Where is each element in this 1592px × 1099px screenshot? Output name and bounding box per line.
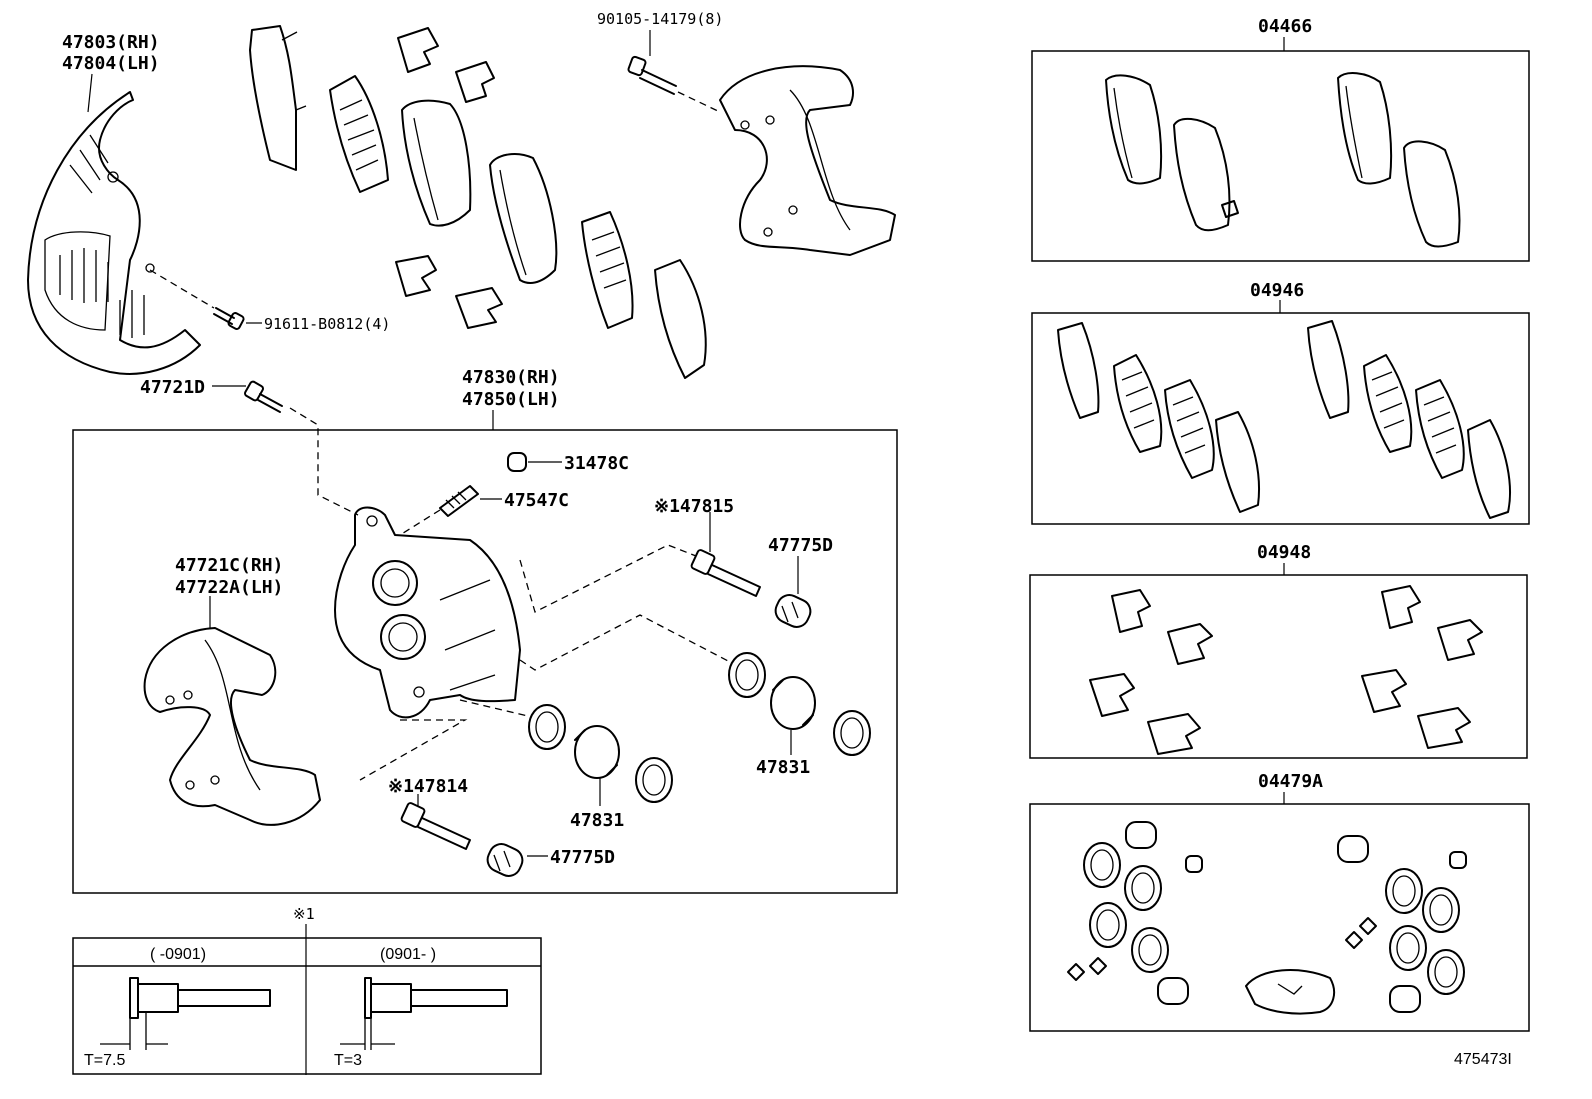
lower-mounting-illustration bbox=[143, 627, 321, 826]
cover-bolt-label: 91611-B0812(4) bbox=[264, 315, 390, 333]
kit-box-seals bbox=[1029, 803, 1530, 1032]
kit-label-pads: 04466 bbox=[1258, 16, 1312, 37]
kit-box-shims bbox=[1031, 312, 1530, 525]
caliper-assy-frame bbox=[72, 429, 898, 894]
mounting-label-rh: 47721C(RH) bbox=[175, 555, 283, 576]
piston-seals-upper-illustration bbox=[728, 652, 871, 756]
note-table-frame bbox=[72, 937, 542, 1075]
upper-mounting-illustration bbox=[719, 65, 896, 256]
caliper-assy-label-lh: 47850(LH) bbox=[462, 389, 560, 410]
slide-pin-lower-illustration bbox=[400, 802, 471, 850]
dust-cover-label-rh: 47803(RH) bbox=[62, 32, 160, 53]
kit-label-seals: 04479A bbox=[1258, 771, 1323, 792]
mounting-label-lh: 47722A(LH) bbox=[175, 577, 283, 598]
caliper-body-illustration bbox=[334, 506, 521, 719]
note-col2-header: (0901- ) bbox=[380, 946, 436, 963]
note-col2-dim: T=3 bbox=[334, 1052, 362, 1069]
dust-cover-label-lh: 47804(LH) bbox=[62, 53, 160, 74]
boot-lower-label: 47775D bbox=[550, 847, 615, 868]
caliper-bolt-label: 90105-14179(8) bbox=[597, 10, 723, 28]
kit-shims-illustration bbox=[1057, 320, 1511, 519]
bleeder-cap-illustration bbox=[507, 452, 527, 472]
cover-bolt-illustration bbox=[213, 307, 245, 330]
figure-id: 475473I bbox=[1454, 1051, 1512, 1068]
pin-drawing-early bbox=[100, 977, 271, 1050]
kit-label-clips: 04948 bbox=[1257, 542, 1311, 563]
pin-drawing-late bbox=[340, 977, 508, 1050]
boot-lower-illustration bbox=[486, 843, 524, 877]
piston-seals-lower-illustration bbox=[528, 704, 673, 803]
boot-upper-illustration bbox=[774, 594, 812, 628]
slide-pin-upper-illustration bbox=[690, 549, 761, 597]
kit-box-clips bbox=[1029, 574, 1528, 759]
kit-clips-illustration bbox=[1089, 585, 1483, 755]
bleeder-screw-illustration bbox=[439, 485, 479, 517]
bleeder-screw-label: 47547C bbox=[504, 490, 569, 511]
slide-pin-upper-label: ※147815 bbox=[654, 496, 734, 517]
bleeder-plug-illustration bbox=[244, 380, 283, 413]
bleeder-plug-label: 47721D bbox=[140, 377, 205, 398]
pad-shim-group bbox=[249, 25, 707, 379]
piston-lower-label: 47831 bbox=[570, 810, 624, 831]
caliper-assy-label-rh: 47830(RH) bbox=[462, 367, 560, 388]
kit-box-pads bbox=[1031, 50, 1530, 262]
dust-cover-illustration bbox=[27, 91, 201, 375]
kit-seals-illustration bbox=[1067, 821, 1467, 1015]
caliper-bolt-illustration bbox=[627, 55, 677, 95]
piston-upper-label: 47831 bbox=[756, 757, 810, 778]
kit-pads-illustration bbox=[1105, 72, 1461, 248]
note-col1-header: ( -0901) bbox=[150, 946, 206, 963]
note-mark-label: ※1 bbox=[293, 905, 315, 923]
boot-upper-label: 47775D bbox=[768, 535, 833, 556]
kit-label-shims: 04946 bbox=[1250, 280, 1304, 301]
slide-pin-lower-label: ※147814 bbox=[388, 776, 468, 797]
note-col1-dim: T=7.5 bbox=[84, 1052, 125, 1069]
bleeder-cap-label: 31478C bbox=[564, 453, 629, 474]
